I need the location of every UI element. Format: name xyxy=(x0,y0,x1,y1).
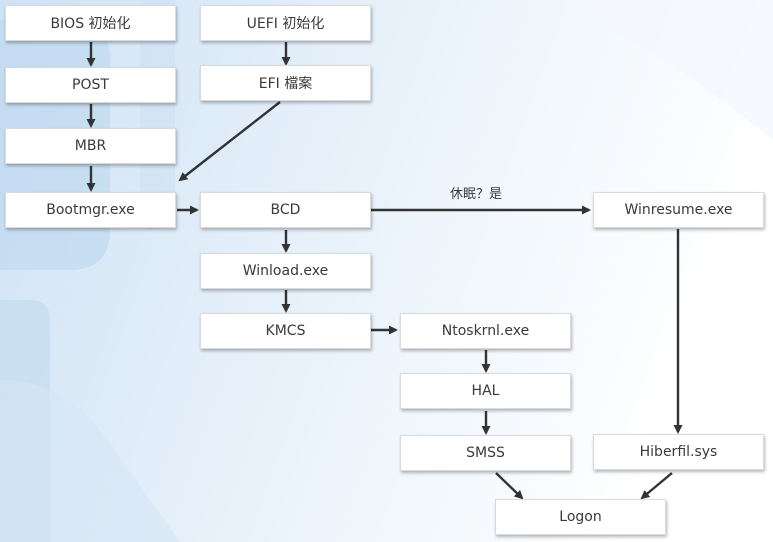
node-logon: Logon xyxy=(495,499,666,535)
node-efi-file: EFI 檔案 xyxy=(200,65,371,101)
node-uefi-init: UEFI 初始化 xyxy=(200,5,371,41)
node-kmcs: KMCS xyxy=(200,313,371,349)
node-winresume: Winresume.exe xyxy=(593,192,764,228)
node-hal: HAL xyxy=(400,373,571,409)
node-hiberfil: Hiberfil.sys xyxy=(593,434,764,470)
node-ntoskrnl: Ntoskrnl.exe xyxy=(400,313,571,349)
node-smss: SMSS xyxy=(400,435,571,471)
node-bcd: BCD xyxy=(200,192,371,228)
node-mbr: MBR xyxy=(5,128,176,164)
edge-label-hibernate-yes: 休眠？是 xyxy=(450,187,503,202)
node-winload: Winload.exe xyxy=(200,253,371,289)
node-bios-init: BIOS 初始化 xyxy=(5,5,176,41)
node-post: POST xyxy=(5,67,176,103)
node-bootmgr: Bootmgr.exe xyxy=(5,192,176,228)
